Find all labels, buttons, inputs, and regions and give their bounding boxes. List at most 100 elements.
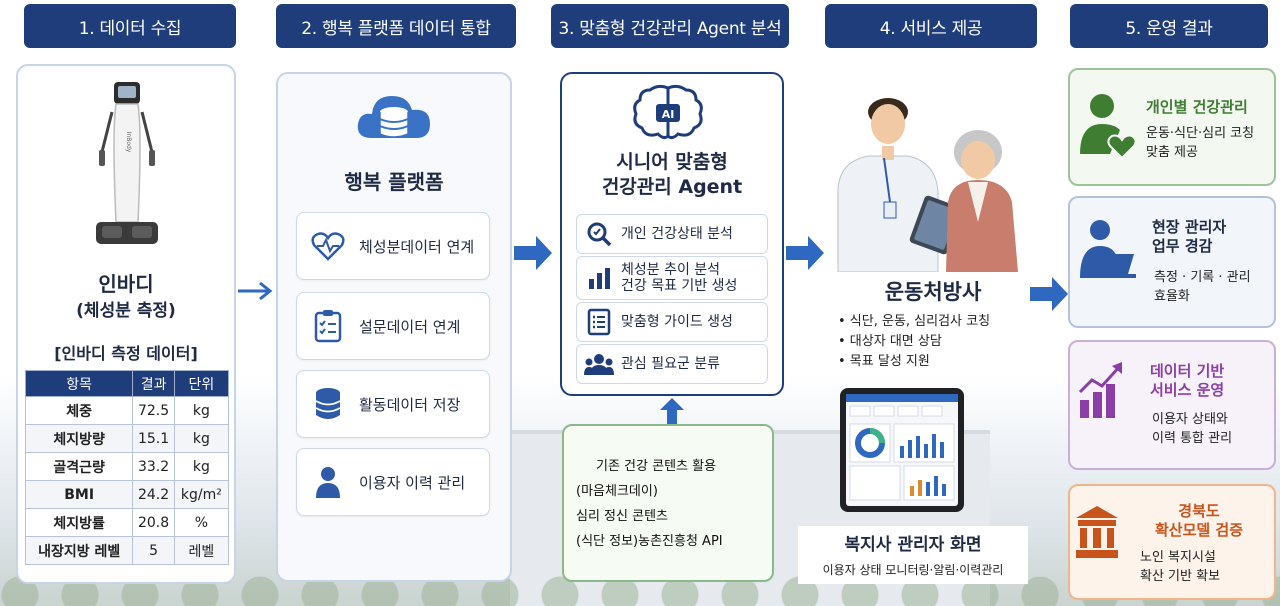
service-bullet: • 목표 달성 지원 [838, 354, 930, 369]
ai-badge: AI [662, 108, 675, 121]
row-unit: 레벨 [173, 536, 230, 565]
row-label: 체중 [24, 396, 134, 425]
worker-laptop-icon [1080, 220, 1136, 278]
magnifier-icon [587, 222, 612, 247]
device-title: 인바디 [98, 272, 154, 296]
clipboard-checklist-icon [314, 310, 342, 343]
header-platform-integration: 2. 행복 플랫폼 데이터 통합 [276, 4, 516, 48]
brand-label: InBody [125, 132, 132, 153]
header-data-collection: 1. 데이터 수집 [24, 4, 236, 48]
agent-item-label: 맞춤형 가이드 생성 [621, 313, 733, 330]
agent-item-label: 체성분 추이 분석 건강 목표 기반 생성 [621, 261, 738, 294]
header-agent-analysis: 3. 맞춤형 건강관리 Agent 분석 [551, 4, 789, 48]
document-list-icon [587, 308, 611, 336]
row-label: 체지방률 [24, 508, 134, 537]
row-unit: kg [173, 424, 230, 453]
result-box-expansion [1068, 484, 1276, 600]
inbody-scale-icon: InBody [96, 82, 158, 244]
growth-chart-icon [1078, 362, 1122, 418]
content-line: 기존 건강 콘텐츠 활용 [596, 459, 717, 474]
agent-title-line: 건강관리 Agent [601, 176, 743, 198]
admin-screen-title: 복지사 관리자 화면 [844, 535, 982, 555]
platform-item-label: 설문데이터 연계 [359, 317, 461, 336]
result-title: 경북도 확산모델 검증 [1154, 502, 1244, 539]
result-title: 개인별 건강관리 [1146, 98, 1248, 116]
platform-title: 행복 플랫폼 [344, 170, 444, 194]
row-value: 72.5 [132, 396, 175, 425]
row-value: 5 [132, 536, 175, 565]
user-icon [316, 467, 340, 498]
group-users-icon [584, 354, 614, 375]
flow-arrow-icon [514, 236, 552, 270]
row-unit: kg [173, 396, 230, 425]
result-box-data-service [1068, 340, 1276, 470]
database-icon [315, 388, 341, 419]
result-desc: 운동·식단·심리 코칭 맞춤 제공 [1146, 126, 1255, 160]
up-arrow-icon [660, 398, 684, 426]
agent-item-health-analysis: 개인 건강상태 분석 [576, 214, 768, 254]
header-results: 5. 운영 결과 [1070, 4, 1268, 48]
row-label: BMI [24, 480, 134, 509]
result-desc: 이용자 상태와 이력 통합 관리 [1152, 412, 1233, 446]
platform-item-survey: 설문데이터 연계 [296, 292, 490, 360]
header-label: 5. 운영 결과 [1125, 18, 1213, 39]
device-subtitle: (체성분 측정) [76, 301, 176, 321]
header-label: 2. 행복 플랫폼 데이터 통합 [301, 18, 491, 39]
column-header: 결과 [132, 370, 175, 397]
ai-brain-icon: AI [633, 84, 703, 140]
content-line: 심리 정신 콘텐츠 [576, 509, 668, 524]
institution-building-icon [1076, 506, 1118, 558]
agent-item-trend: 체성분 추이 분석 건강 목표 기반 생성 [576, 256, 768, 300]
row-value: 24.2 [132, 480, 175, 509]
agent-title: 시니어 맞춤형 건강관리 Agent [560, 150, 784, 200]
flow-arrow-icon [786, 236, 824, 270]
flow-arrow-icon [238, 281, 273, 301]
trainer-and-senior-illustration [837, 98, 1018, 272]
service-title: 운동처방사 [884, 280, 982, 304]
heart-pulse-icon [311, 232, 345, 261]
platform-item-label: 활동데이터 저장 [359, 395, 461, 414]
admin-dashboard-tablet-icon [840, 388, 964, 512]
result-desc: 노인 복지시설 확산 기반 확보 [1140, 550, 1221, 584]
admin-screen-caption: 복지사 관리자 화면 이용자 상태 모니터링·알림·이력관리 [798, 526, 1028, 584]
row-unit: kg [173, 452, 230, 481]
bar-chart-icon [589, 268, 610, 289]
header-service: 4. 서비스 제공 [825, 4, 1037, 48]
service-bullets: • 식단, 운동, 심리검사 코칭 • 대상자 대면 상담 • 목표 달성 지원 [832, 310, 1036, 374]
existing-content-box: 기존 건강 콘텐츠 활용 (마음체크데이) 심리 정신 콘텐츠 (식단 정보)농… [562, 424, 774, 582]
result-desc: 측정 · 기록 · 관리 효율화 [1154, 270, 1251, 304]
header-label: 4. 서비스 제공 [879, 18, 983, 39]
header-label: 3. 맞춤형 건강관리 Agent 분석 [558, 18, 782, 39]
platform-item-activity: 활동데이터 저장 [296, 370, 490, 438]
person-heart-icon [1080, 94, 1136, 160]
row-label: 내장지방 레벨 [24, 536, 134, 565]
agent-item-label: 개인 건강상태 분석 [621, 225, 733, 242]
table-title: [인바디 측정 데이터] [54, 344, 198, 363]
content-line: (식단 정보)농촌진흥청 API [576, 534, 723, 549]
admin-screen-desc: 이용자 상태 모니터링·알림·이력관리 [822, 563, 1004, 577]
row-value: 33.2 [132, 452, 175, 481]
row-label: 골격근량 [24, 452, 134, 481]
result-title: 데이터 기반 서비스 운영 [1150, 362, 1225, 399]
column-header: 단위 [173, 370, 230, 397]
cloud-database-icon [357, 96, 430, 138]
service-bullet: • 식단, 운동, 심리검사 코칭 [838, 314, 991, 329]
row-label: 체지방량 [24, 424, 134, 453]
platform-item-label: 이용자 이력 관리 [359, 473, 466, 492]
column-header: 항목 [24, 370, 134, 397]
flow-arrow-icon [1030, 277, 1068, 311]
row-unit: % [173, 508, 230, 537]
agent-item-classification: 관심 필요군 분류 [576, 344, 768, 384]
agent-item-label: 관심 필요군 분류 [621, 355, 721, 372]
result-title: 현장 관리자 업무 경감 [1152, 218, 1227, 255]
platform-item-label: 체성분데이터 연계 [359, 237, 475, 256]
table-header-row: 항목 결과 단위 [24, 370, 230, 397]
row-value: 15.1 [132, 424, 175, 453]
content-line: (마음체크데이) [576, 484, 658, 499]
agent-title-line: 시니어 맞춤형 [616, 151, 728, 173]
